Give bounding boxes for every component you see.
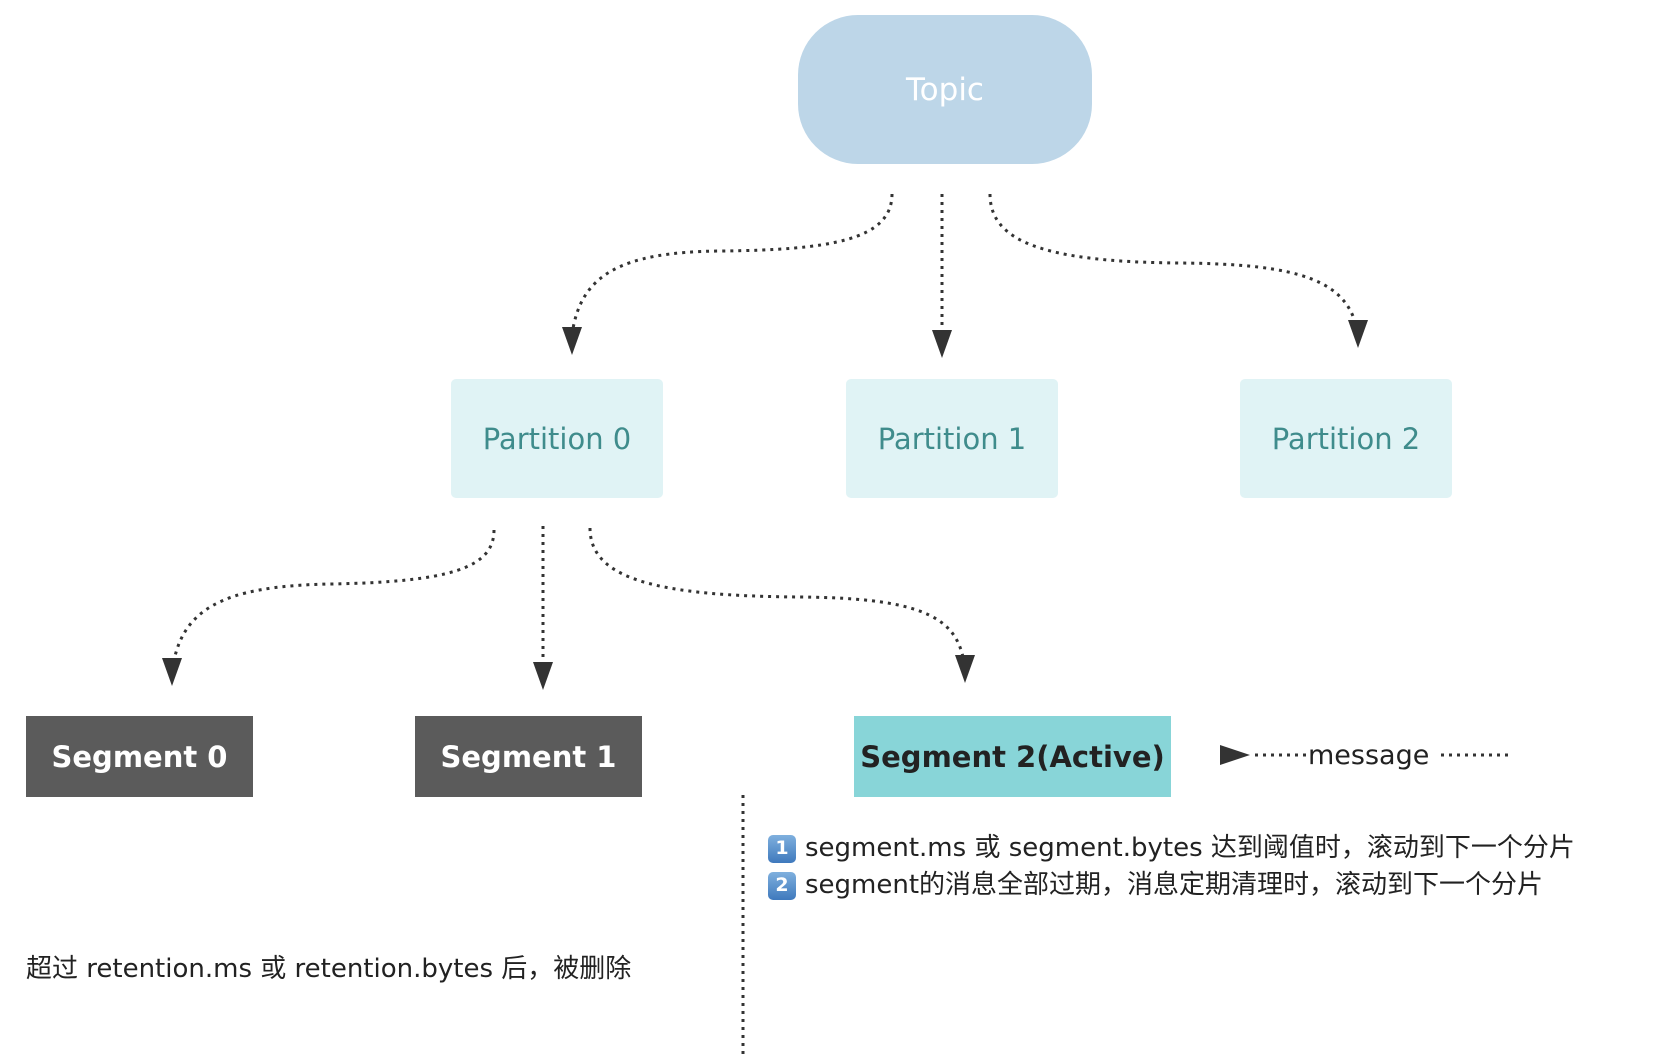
arrowhead-segment-2: [955, 655, 975, 683]
rolling-note-1: 1 segment.ms 或 segment.bytes 达到阈值时，滚动到下一…: [768, 830, 1575, 867]
topic-node: Topic: [798, 15, 1092, 164]
arrowhead-segment-1: [533, 662, 553, 690]
segment-2-label: Segment 2(Active): [860, 739, 1165, 774]
segment-1-node: Segment 1: [415, 716, 642, 797]
segment-2-active-node: Segment 2(Active): [854, 716, 1171, 797]
arrowhead-partition-0: [562, 327, 582, 355]
partition-2-node: Partition 2: [1240, 379, 1452, 498]
arrowhead-partition-2: [1348, 320, 1368, 348]
rolling-note-2-text: segment的消息全部过期，消息定期清理时，滚动到下一个分片: [805, 870, 1544, 900]
rolling-note-2: 2 segment的消息全部过期，消息定期清理时，滚动到下一个分片: [768, 867, 1575, 904]
edge-topic-to-partition-2: [988, 193, 1360, 336]
partition-2-label: Partition 2: [1271, 421, 1421, 456]
topic-label: Topic: [906, 71, 984, 108]
partition-1-label: Partition 1: [877, 421, 1027, 456]
segment-0-node: Segment 0: [26, 716, 253, 797]
arrowhead-segment-0: [162, 658, 182, 686]
segment-0-label: Segment 0: [51, 739, 228, 774]
segment-1-label: Segment 1: [440, 739, 617, 774]
arrowhead-message: [1220, 745, 1250, 765]
number-2-badge-icon: 2: [768, 871, 796, 900]
partition-1-node: Partition 1: [846, 379, 1058, 498]
arrowhead-partition-1: [932, 330, 952, 358]
rolling-note-1-text: segment.ms 或 segment.bytes 达到阈值时，滚动到下一个分…: [805, 833, 1575, 863]
partition-0-label: Partition 0: [482, 421, 632, 456]
edge-partition-0-to-segment-2: [588, 527, 967, 671]
retention-note: 超过 retention.ms 或 retention.bytes 后，被删除: [26, 954, 632, 984]
message-label: message: [1308, 740, 1430, 771]
edge-topic-to-partition-0: [570, 193, 894, 336]
rolling-notes: 1 segment.ms 或 segment.bytes 达到阈值时，滚动到下一…: [768, 830, 1575, 904]
edge-partition-0-to-segment-0: [170, 529, 496, 673]
number-1-badge-icon: 1: [768, 834, 796, 863]
partition-0-node: Partition 0: [451, 379, 663, 498]
